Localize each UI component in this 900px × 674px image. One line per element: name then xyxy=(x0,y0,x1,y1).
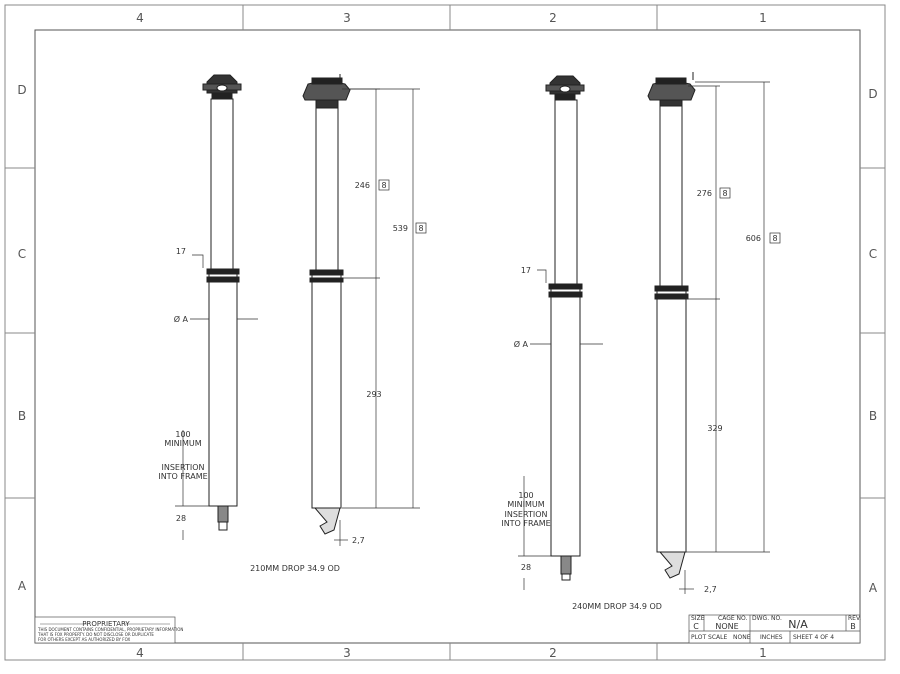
zone-row-right-c: C xyxy=(869,247,877,261)
tb-dwg-label: DWG. NO. xyxy=(752,615,782,622)
proprietary-title: PROPRIETARY xyxy=(82,620,130,628)
proprietary-notice: PROPRIETARY THIS DOCUMENT CONTAINS CONFI… xyxy=(34,616,183,644)
zone-col-bottom-2: 2 xyxy=(549,646,557,660)
flag-210-upper xyxy=(378,179,390,191)
dim-210-offset: 2,7 xyxy=(352,536,365,545)
post-240-front xyxy=(545,75,585,581)
zone-col-bottom-3: 3 xyxy=(343,646,351,660)
flag-210-upper-text: 8 xyxy=(381,181,386,190)
insertion-210-line-3: INSERTION xyxy=(162,463,205,472)
tb-rev-value: B xyxy=(850,622,856,631)
dim-210-diameter: Ø A xyxy=(174,314,189,324)
saddle-clamp-head xyxy=(545,75,585,101)
flag-210-total xyxy=(415,222,427,234)
zone-col-top-4: 4 xyxy=(136,11,144,25)
dim-210-upper: 246 xyxy=(355,181,370,190)
inner-border xyxy=(34,29,861,644)
insertion-240-line-3: INSERTION xyxy=(505,510,548,519)
zone-col-bottom-4: 4 xyxy=(136,646,144,660)
caption-210: 210MM DROP 34.9 OD xyxy=(250,564,340,573)
tb-plot-scale: PLOT SCALE xyxy=(691,634,727,641)
zone-row-right-d: D xyxy=(868,87,877,101)
zone-col-top-2: 2 xyxy=(549,11,557,25)
zone-ticks xyxy=(5,5,885,660)
tb-dwg-value: N/A xyxy=(788,618,808,631)
dim-240-offset: 2,7 xyxy=(704,585,717,594)
insertion-240-line-2: MINIMUM xyxy=(507,500,544,509)
proprietary-line-2: THAT IS FOX PROPERTY. DO NOT DISCLOSE OR… xyxy=(37,632,154,637)
flag-240-upper-text: 8 xyxy=(722,189,727,198)
zone-row-left-a: A xyxy=(18,579,27,593)
zone-row-right-a: A xyxy=(869,581,878,595)
dim-240-seal: 17 xyxy=(521,266,531,275)
tb-size-label: SIZE xyxy=(691,615,705,622)
insertion-210-line-2: MINIMUM xyxy=(164,439,201,448)
dim-240-total: 606 xyxy=(746,234,761,243)
post-240-front-dims xyxy=(518,269,603,590)
proprietary-line-1: THIS DOCUMENT CONTAINS CONFIDENTIAL, PRO… xyxy=(37,627,183,632)
zone-row-left-b: B xyxy=(18,409,26,423)
flag-240-total xyxy=(769,232,781,244)
post-210-side xyxy=(302,74,351,535)
saddle-clamp-head xyxy=(202,74,242,100)
post-210-front-dims xyxy=(175,254,258,540)
dim-240-lower: 329 xyxy=(707,424,722,433)
tb-rev-label: REV. xyxy=(848,615,861,622)
title-block xyxy=(688,614,861,644)
zone-col-top-3: 3 xyxy=(343,11,351,25)
zone-col-bottom-1: 1 xyxy=(759,646,767,660)
zone-row-right-b: B xyxy=(869,409,877,423)
insertion-240-line-1: 100 xyxy=(518,491,533,500)
flag-210-total-text: 8 xyxy=(418,224,423,233)
saddle-clamp-head-side xyxy=(647,72,696,107)
tb-units: INCHES xyxy=(760,634,783,641)
outer-border xyxy=(4,4,886,661)
dim-240-upper: 276 xyxy=(697,189,712,198)
flag-240-upper xyxy=(719,187,731,199)
dim-210-lower: 293 xyxy=(366,390,381,399)
tb-plot-value: NONE xyxy=(733,634,751,641)
proprietary-line-3: FOR OTHERS EXCEPT AS AUTHORIZED BY FOX xyxy=(38,637,130,642)
zone-row-left-d: D xyxy=(17,83,26,97)
saddle-clamp-head-side xyxy=(302,74,351,109)
zone-col-top-1: 1 xyxy=(759,11,767,25)
dim-210-bottom: 28 xyxy=(176,514,186,523)
tb-cage-label: CAGE NO. xyxy=(718,615,748,622)
dim-210-total: 539 xyxy=(393,224,408,233)
tb-size-value: C xyxy=(693,622,699,631)
post-210-side-dims xyxy=(334,88,420,546)
tb-sheet: SHEET 4 OF 4 xyxy=(793,634,834,641)
post-210-front xyxy=(202,74,242,531)
insertion-210-line-4: INTO FRAME xyxy=(158,472,207,481)
tb-cage-value: NONE xyxy=(715,622,738,631)
dim-210-seal: 17 xyxy=(176,247,186,256)
insertion-240-line-4: INTO FRAME xyxy=(501,519,550,528)
insertion-210-line-1: 100 xyxy=(175,430,190,439)
zone-row-left-c: C xyxy=(18,247,26,261)
dim-240-diameter: Ø A xyxy=(514,339,529,349)
flag-240-total-text: 8 xyxy=(772,234,777,243)
post-240-side xyxy=(647,72,696,579)
post-240-side-dims xyxy=(679,81,770,594)
caption-240: 240MM DROP 34.9 OD xyxy=(572,602,662,611)
dim-240-bottom: 28 xyxy=(521,563,531,572)
